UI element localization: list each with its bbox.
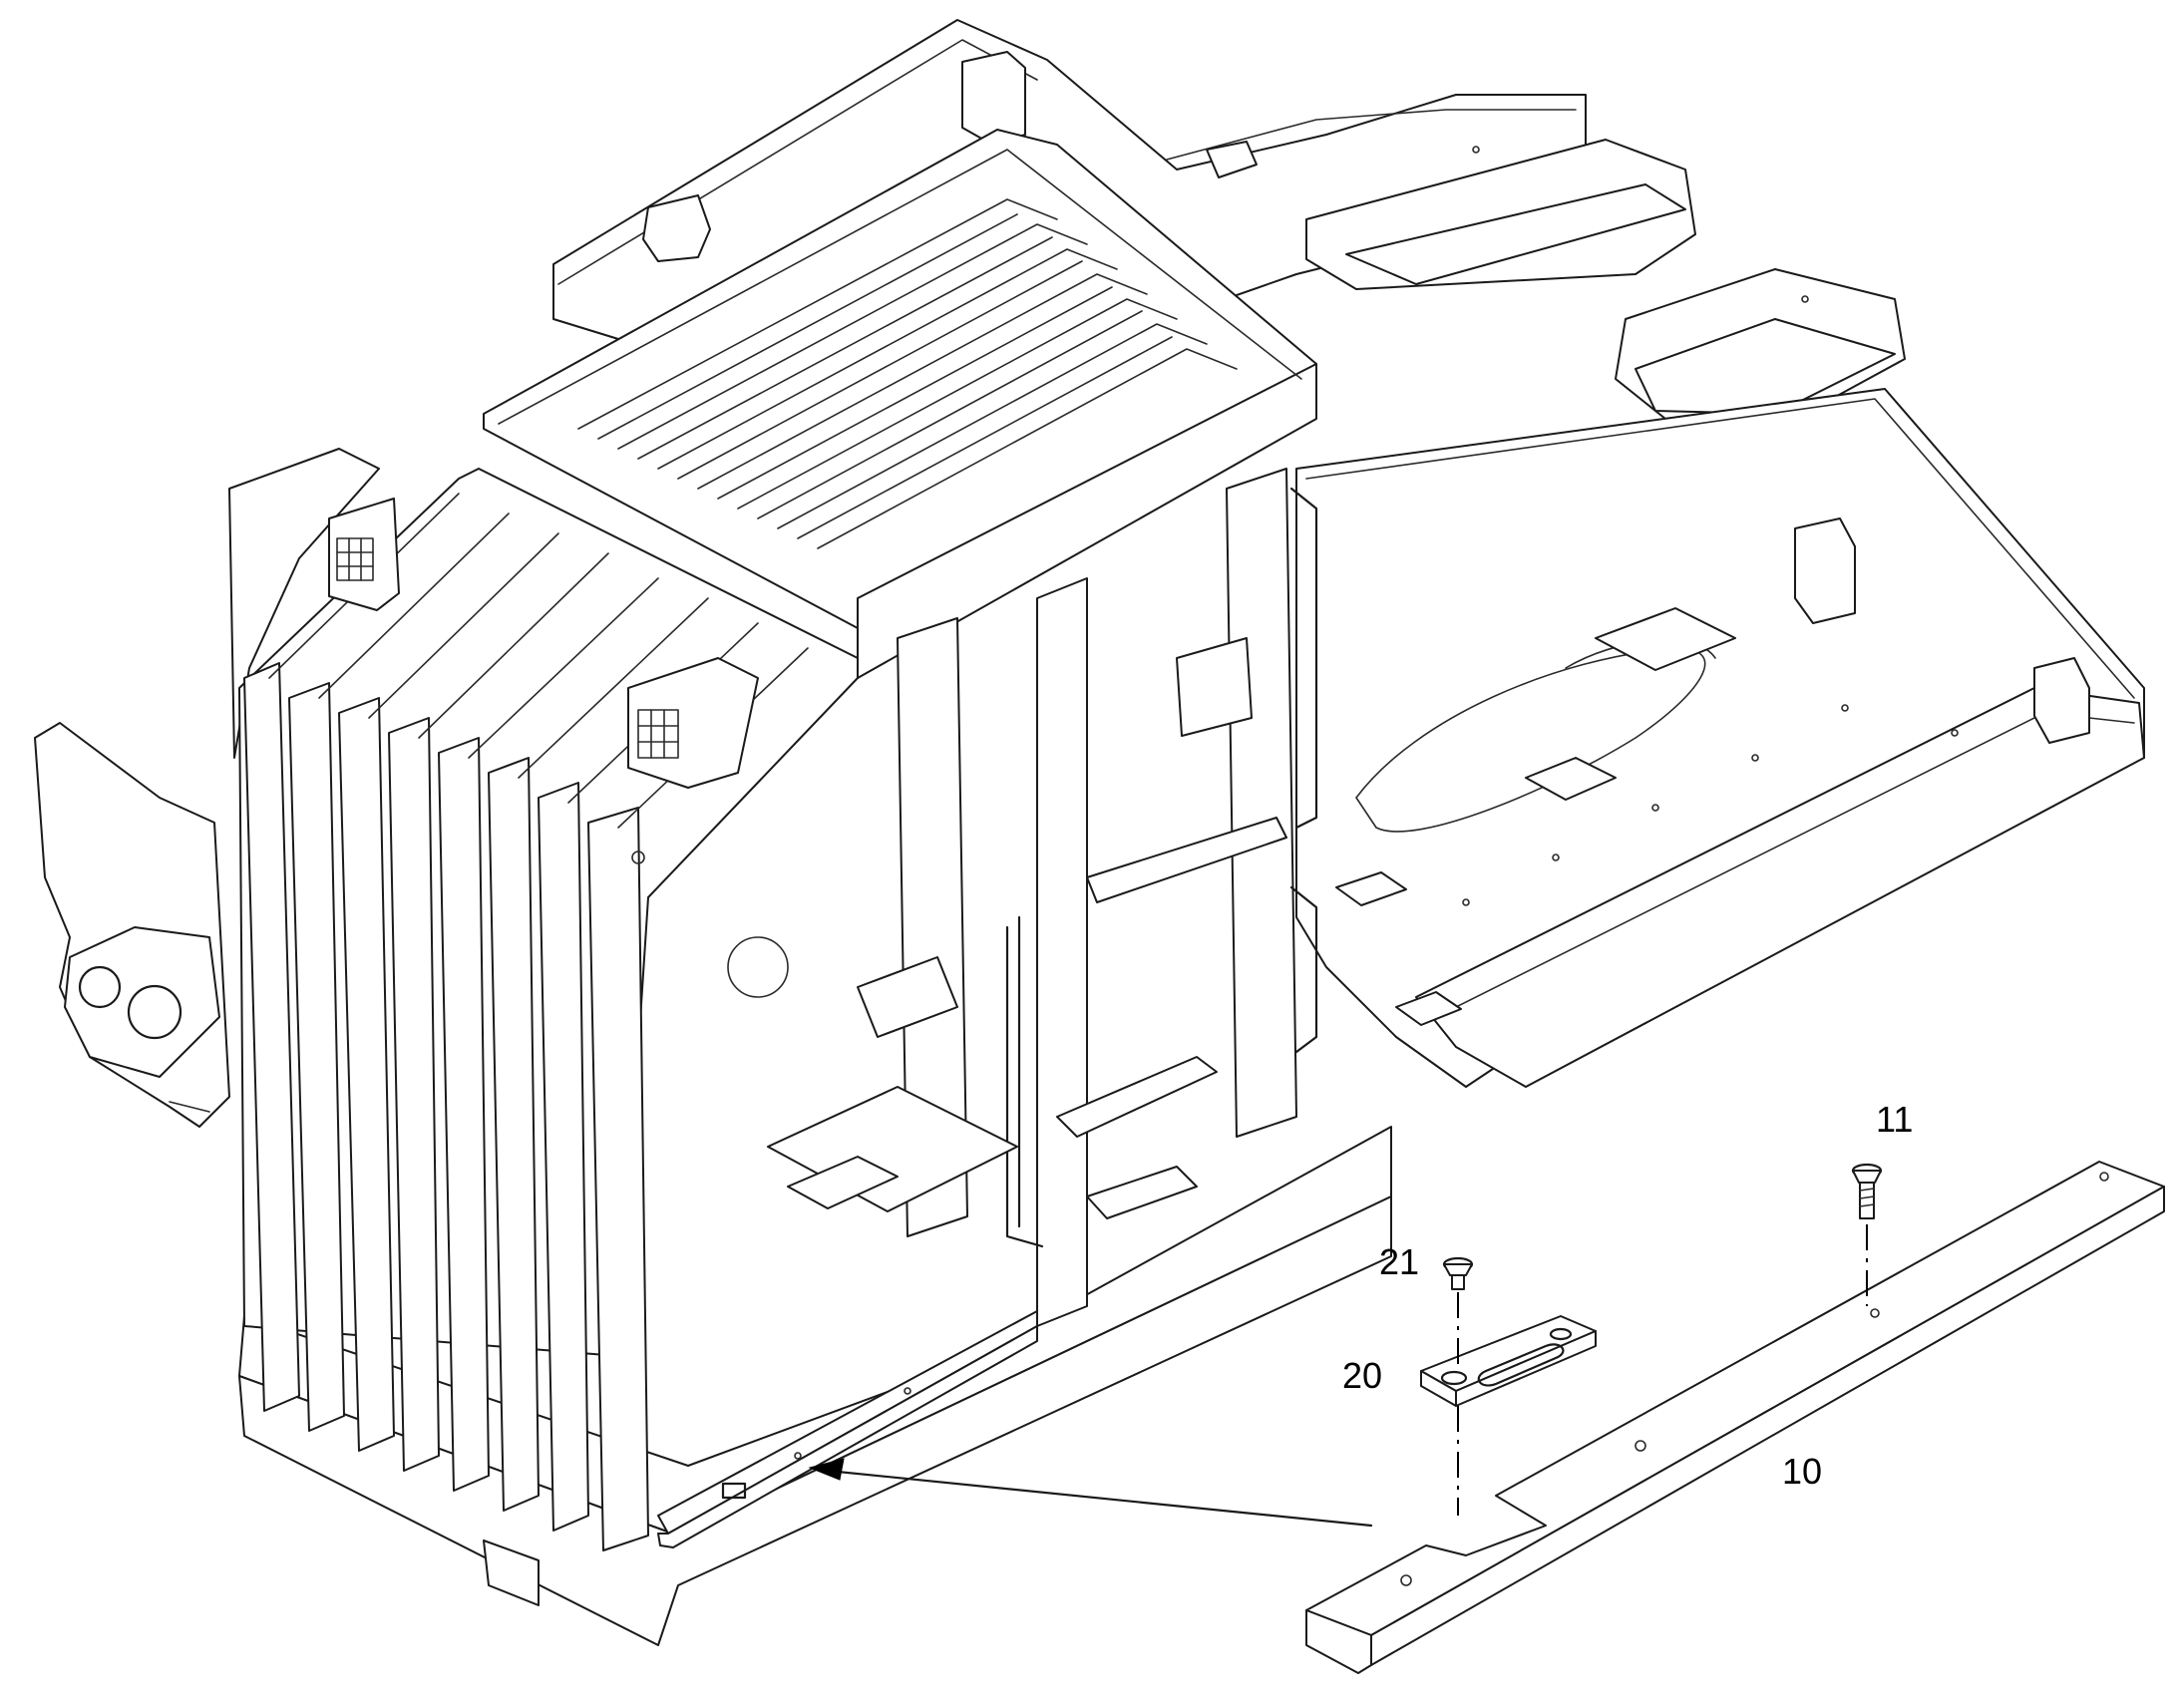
callout-21: 21 [1379,1241,1419,1282]
part-11-screw [1851,1163,1883,1306]
leader-arrow [808,1458,1373,1528]
work-light-right [627,657,759,789]
rail-holes [1462,146,1959,906]
roof-slats [577,198,1238,549]
work-light-left [328,498,400,611]
left-boom-bracket [34,448,380,1128]
callout-11: 11 [1876,1099,1913,1140]
part-20-slotted-plate [1420,1315,1597,1407]
part-21-screw [1442,1256,1474,1516]
front-grille-bars [243,493,809,1551]
callouts: 11 21 20 10 [1342,1099,1913,1492]
rear-chassis-frame [552,19,2145,1088]
part-10-angle-bar [1305,1161,2165,1674]
cab-structure [238,129,1392,1646]
callout-10: 10 [1782,1451,1822,1492]
callout-20: 20 [1342,1355,1382,1396]
installed-sill-bar [657,1310,1038,1548]
